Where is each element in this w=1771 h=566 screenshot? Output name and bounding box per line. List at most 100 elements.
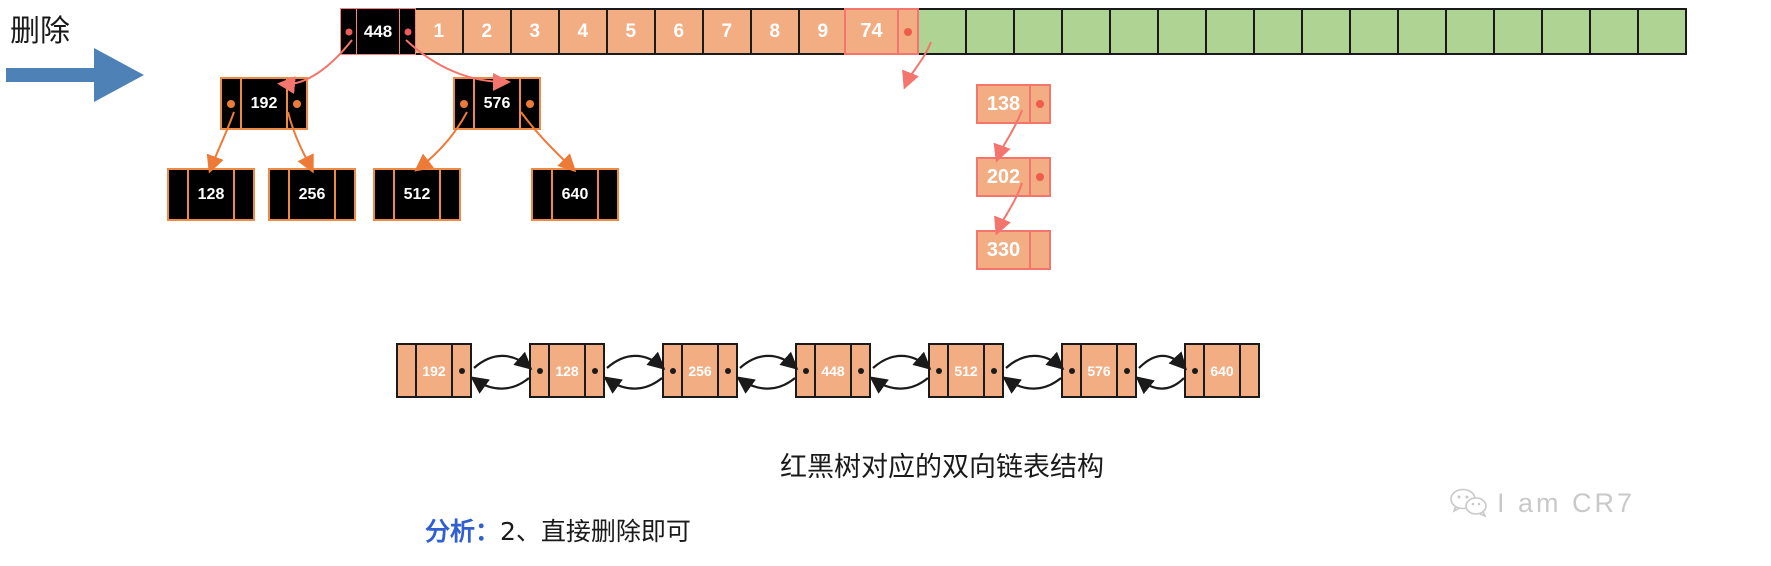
list-node-512[interactable]: 512 <box>928 343 1004 398</box>
array-cell-empty[interactable] <box>1541 8 1591 55</box>
node-192-left-pointer <box>220 77 242 130</box>
array-cell[interactable]: 5 <box>606 8 656 55</box>
array-cell[interactable]: 4 <box>558 8 608 55</box>
array-cell[interactable]: 6 <box>654 8 704 55</box>
list-node-448-prev <box>795 343 816 398</box>
array-cell-empty[interactable] <box>1157 8 1207 55</box>
node-512-value: 512 <box>393 168 441 221</box>
array-cell-empty[interactable] <box>1205 8 1255 55</box>
list-node-128[interactable]: 128 <box>529 343 605 398</box>
tree-node-192[interactable]: 192 <box>220 77 308 130</box>
array-cell[interactable]: 9 <box>798 8 848 55</box>
chain-node-330-pointer <box>1029 230 1051 270</box>
array-cell-empty[interactable] <box>1493 8 1543 55</box>
array-cell[interactable]: 1 <box>414 8 464 55</box>
node-576-left-pointer <box>453 77 475 130</box>
array-slot-root-node[interactable]: 448 <box>340 8 416 55</box>
node-128-left-pointer <box>167 168 189 221</box>
analysis-label: 分析： <box>425 517 501 546</box>
list-node-448[interactable]: 448 <box>795 343 871 398</box>
tree-node-640[interactable]: 640 <box>531 168 619 221</box>
chain-node-202-pointer <box>1029 157 1051 197</box>
list-node-256-prev <box>662 343 683 398</box>
hash-table-array: 448 1 2 3 4 5 6 7 8 9 74 <box>340 8 1687 55</box>
array-cell-empty[interactable] <box>917 8 967 55</box>
array-cell-empty[interactable] <box>1397 8 1447 55</box>
array-slot-chain-head[interactable]: 74 <box>844 8 919 55</box>
node-256-left-pointer <box>268 168 290 221</box>
list-node-640-next <box>1239 343 1260 398</box>
list-node-256[interactable]: 256 <box>662 343 738 398</box>
chain-node-138[interactable]: 138 <box>976 84 1051 124</box>
linked-list-caption: 红黑树对应的双向链表结构 <box>780 452 1104 483</box>
node-512-right-pointer <box>439 168 461 221</box>
list-node-256-value: 256 <box>681 343 719 398</box>
node-576-right-pointer <box>519 77 541 130</box>
array-cell-empty[interactable] <box>1445 8 1495 55</box>
array-cell-empty[interactable] <box>1253 8 1303 55</box>
array-cell-empty[interactable] <box>965 8 1015 55</box>
wechat-logo-icon <box>1450 487 1488 519</box>
array-cell-empty[interactable] <box>1589 8 1639 55</box>
list-node-128-prev <box>529 343 550 398</box>
watermark: I am CR7 <box>1450 487 1635 519</box>
right-arrow-icon <box>6 40 146 110</box>
list-node-640-prev <box>1184 343 1205 398</box>
watermark-text: I am CR7 <box>1497 487 1636 518</box>
tree-node-256[interactable]: 256 <box>268 168 356 221</box>
list-node-256-next <box>717 343 738 398</box>
array-cell[interactable]: 2 <box>462 8 512 55</box>
array-cell[interactable]: 7 <box>702 8 752 55</box>
list-node-448-next <box>850 343 871 398</box>
root-right-pointer <box>399 8 416 55</box>
node-640-value: 640 <box>551 168 599 221</box>
chain-head-value: 74 <box>844 8 899 55</box>
list-node-640-value: 640 <box>1203 343 1241 398</box>
list-node-576-next <box>1116 343 1137 398</box>
node-256-value: 256 <box>288 168 336 221</box>
chain-node-330[interactable]: 330 <box>976 230 1051 270</box>
list-node-128-next <box>584 343 605 398</box>
node-192-value: 192 <box>240 77 288 130</box>
node-256-right-pointer <box>334 168 356 221</box>
node-512-left-pointer <box>373 168 395 221</box>
node-128-value: 128 <box>187 168 235 221</box>
list-node-192-value: 192 <box>415 343 453 398</box>
list-node-576[interactable]: 576 <box>1061 343 1137 398</box>
tree-node-128[interactable]: 128 <box>167 168 255 221</box>
list-node-192[interactable]: 192 <box>396 343 472 398</box>
tree-node-576[interactable]: 576 <box>453 77 541 130</box>
list-node-512-next <box>983 343 1004 398</box>
chain-node-202[interactable]: 202 <box>976 157 1051 197</box>
list-node-192-next <box>451 343 472 398</box>
list-node-448-value: 448 <box>814 343 852 398</box>
list-node-576-prev <box>1061 343 1082 398</box>
list-node-512-prev <box>928 343 949 398</box>
chain-node-202-value: 202 <box>976 157 1031 197</box>
node-640-left-pointer <box>531 168 553 221</box>
page-title: 删除 <box>10 14 70 49</box>
array-cell-empty[interactable] <box>1349 8 1399 55</box>
list-node-640[interactable]: 640 <box>1184 343 1260 398</box>
tree-node-512[interactable]: 512 <box>373 168 461 221</box>
chain-node-330-value: 330 <box>976 230 1031 270</box>
array-cell-empty[interactable] <box>1109 8 1159 55</box>
array-cell-empty[interactable] <box>1061 8 1111 55</box>
array-cell-empty[interactable] <box>1637 8 1687 55</box>
list-node-192-prev <box>396 343 417 398</box>
analysis-text: 2、直接删除即可 <box>500 517 691 546</box>
node-576-value: 576 <box>473 77 521 130</box>
node-640-right-pointer <box>597 168 619 221</box>
root-left-pointer <box>340 8 357 55</box>
array-cell[interactable]: 8 <box>750 8 800 55</box>
analysis-line: 分析： 2、直接删除即可 <box>425 512 691 548</box>
chain-node-138-value: 138 <box>976 84 1031 124</box>
list-node-512-value: 512 <box>947 343 985 398</box>
node-192-right-pointer <box>286 77 308 130</box>
chain-head-pointer <box>897 8 919 55</box>
array-cell-empty[interactable] <box>1301 8 1351 55</box>
root-node-value: 448 <box>357 8 399 55</box>
array-cell[interactable]: 3 <box>510 8 560 55</box>
array-cell-empty[interactable] <box>1013 8 1063 55</box>
